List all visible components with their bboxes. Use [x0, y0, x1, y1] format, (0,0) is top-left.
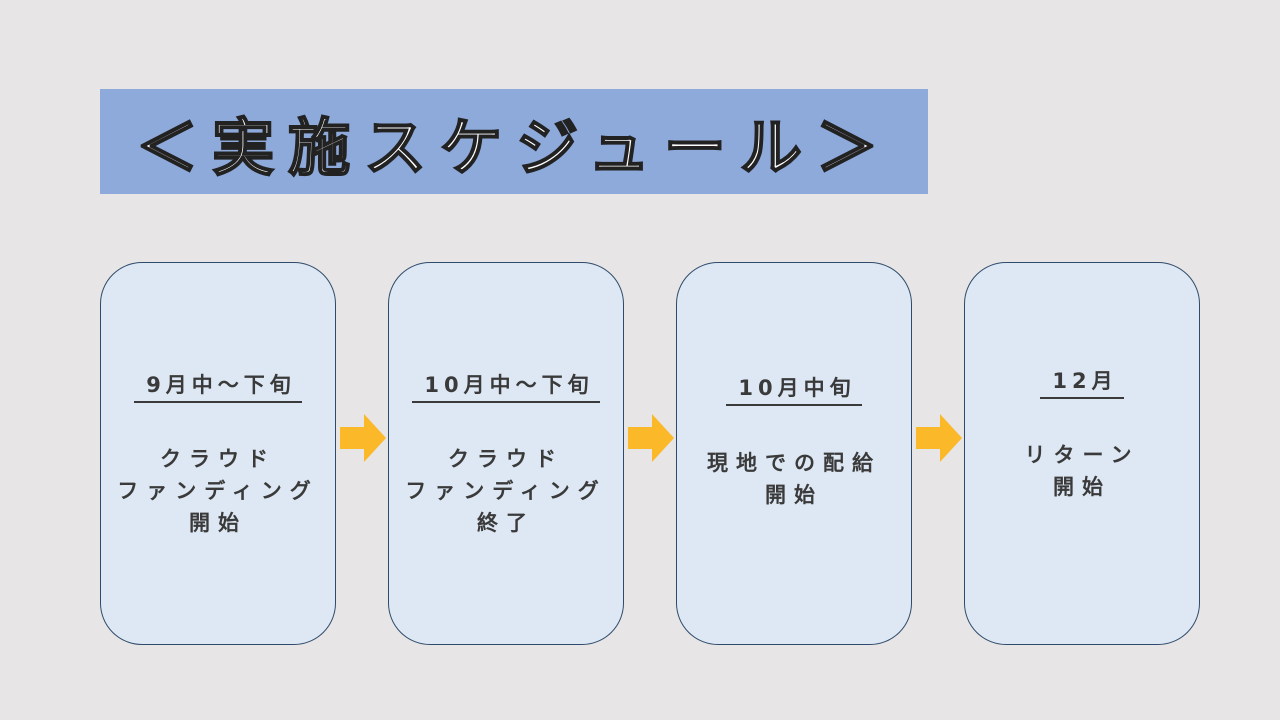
step-card-1: 9月中〜下旬 クラウド ファンディング 開始 — [100, 262, 336, 645]
step-description: クラウド ファンディング 終了 — [405, 447, 607, 535]
arrow-right-icon — [340, 414, 386, 462]
step-description: 現地での配給 開始 — [707, 451, 881, 507]
arrow-right-icon — [628, 414, 674, 462]
step-date: 9月中〜下旬 — [134, 369, 302, 403]
arrow-right-icon — [916, 414, 962, 462]
step-description: リターン 開始 — [1024, 443, 1140, 499]
step-date: 12月 — [1040, 365, 1124, 399]
step-card-4: 12月 リターン 開始 — [964, 262, 1200, 645]
step-date: 10月中旬 — [726, 372, 862, 406]
step-card-2: 10月中〜下旬 クラウド ファンディング 終了 — [388, 262, 624, 645]
step-card-3: 10月中旬 現地での配給 開始 — [676, 262, 912, 645]
step-date: 10月中〜下旬 — [412, 369, 600, 403]
page-title: ＜実施スケジュール＞ — [135, 110, 892, 185]
title-banner: ＜実施スケジュール＞ — [100, 89, 928, 194]
step-description: クラウド ファンディング 開始 — [117, 447, 319, 535]
